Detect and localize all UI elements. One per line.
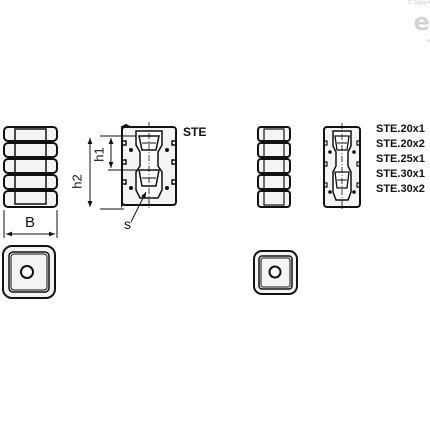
insert-side-view-large [3, 126, 58, 208]
dim-h2-label: h2 [69, 174, 85, 189]
product-label: STE [183, 125, 207, 139]
insert-side-view-small [257, 126, 291, 208]
insert-section-view-small [323, 123, 361, 210]
copyright-watermark: © Copyri [407, 0, 430, 6]
variant-list: STE.20x1 STE.20x2 STE.25x1 STE.30x1 STE.… [376, 122, 425, 197]
variant-label: STE.25x1 [376, 153, 425, 165]
dim-b-label: B [25, 214, 36, 231]
insert-section-view [121, 122, 177, 208]
dim-h1-label: h1 [91, 147, 107, 162]
brand-logo-watermark: el [413, 8, 430, 36]
insert-top-view-small [253, 250, 298, 295]
brand-logo-subtext: a [426, 38, 430, 44]
dimension-b [3, 210, 58, 238]
variant-label: STE.20x2 [376, 138, 425, 150]
variant-label: STE.20x1 [376, 123, 425, 135]
dimension-h1-h2 [87, 135, 138, 210]
variant-label: STE.30x2 [376, 183, 425, 195]
dim-s-label: s [124, 216, 131, 232]
variant-label: STE.30x1 [376, 168, 425, 180]
insert-top-view-large [2, 245, 56, 299]
dimension-s [130, 191, 147, 223]
